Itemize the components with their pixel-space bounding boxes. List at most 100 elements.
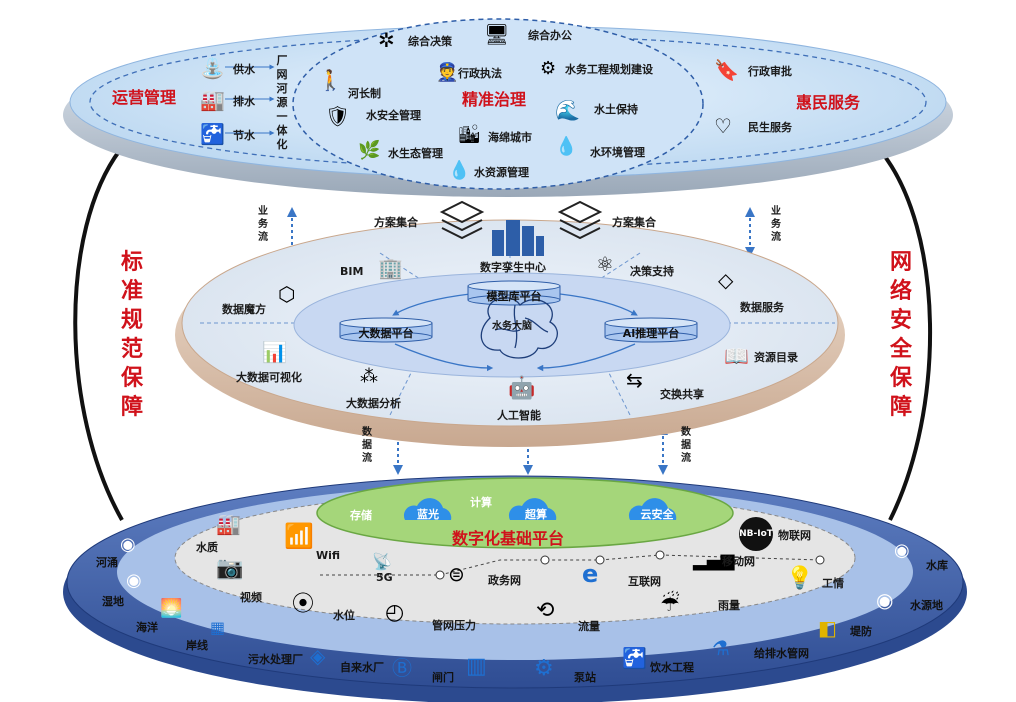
data-cube-icon: ⬡ [278,282,296,306]
internet-e-icon: e [582,560,599,588]
core-cloud-security: 云安全 [640,508,674,521]
ocean-icon: 🌅 [160,598,183,619]
drainage-icon: 🏭 [200,88,225,112]
core-bluray: 蓝光 [417,508,439,521]
mid-item-visual: 大数据可视化 [236,371,302,384]
catalog-icon: 📖 [724,344,749,368]
ecology-icon: 🌿 [358,140,381,161]
signal-bars-icon: ▂▄▆ [693,550,735,571]
gov-item: 综合办公 [528,29,572,42]
exchange-icon: ⇆ [626,368,643,392]
service-item: 民生服务 [748,121,792,134]
sense-rain: 雨量 [718,599,740,612]
model-platform: 模型库平台 [486,290,542,303]
soil-conservation-icon: 🌊 [555,98,580,122]
pressure-gauge-icon: ◴ [385,600,405,625]
service-item: 行政审批 [748,65,792,78]
sense-condition: 工情 [822,577,844,590]
mid-item-exchange: 交换共享 [660,388,704,401]
outer-reservoir: 水库 [926,559,948,572]
core-storage: 存储 [350,509,372,522]
river-chief-icon: 🚶 [318,68,343,92]
planning-icon: ⚙ [540,58,557,79]
gate-icon: ▥ [466,654,487,679]
sense-video: 视频 [240,591,262,604]
brain-icon [480,297,558,359]
gov-net-icon: ⊜ [448,562,465,586]
ops-vertical-label: 厂网河源一体化 [276,54,288,151]
outer-wetland: 湿地 [102,595,124,608]
outer-gate: 闸门 [432,671,454,684]
mid-item-decision: 决策支持 [630,265,674,278]
big-data-platform: 大数据平台 [358,327,414,340]
ai-head-icon: 🤖 [508,376,536,401]
enforcement-icon: 👮 [436,62,459,83]
water-source-icon: ◉ [876,588,894,612]
pipe-network-icon: ⚗ [712,636,730,660]
pump-icon: ⚙ [534,656,554,681]
outer-ocean: 海洋 [136,621,158,634]
sense-quality: 水质 [196,541,218,554]
nb-iot-badge: NB-IoT [739,517,773,551]
river-icon: ◉ [120,534,136,555]
decision-support-icon: ⚛ [596,252,614,276]
shoreline-icon: ▦ [210,618,226,637]
ai-platform: AI推理平台 [622,327,680,340]
data-flow-left: 数据流 [362,427,372,464]
governance-title: 精准治理 [462,90,527,109]
working-condition-icon: 💡 [786,566,814,591]
data-flow-right: 数据流 [681,427,691,464]
gov-item: 海绵城市 [488,131,532,144]
mid-item-dataservice: 数据服务 [740,301,784,314]
rain-gauge-icon: ☔ [660,592,680,617]
net-mobile: 移动网 [722,555,755,568]
outer-pipe-network: 给排水管网 [754,647,809,660]
water-supply-icon: ⛲ [200,56,225,80]
mid-item-cube: 数据魔方 [222,303,266,316]
left-bracket [73,148,124,521]
flow-meter-icon: ⟲ [536,598,555,623]
visualization-icon: 📊 [262,340,287,364]
ops-item: 节水 [233,129,255,142]
outer-waterworks: 自来水厂 [340,661,384,674]
sense-level: 水位 [333,609,355,622]
business-flow-left: 业务流 [258,206,268,243]
water-level-icon: ⦿ [292,592,315,617]
service-title: 惠民服务 [796,93,861,112]
gov-item: 水务工程规划建设 [565,63,653,76]
net-5g: 5G [376,571,393,584]
environment-icon: 💧 [555,136,578,157]
sense-pressure: 管网压力 [432,619,476,632]
mid-item-analysis: 大数据分析 [346,397,401,410]
approval-stamp-icon: 🔖 [714,58,739,82]
reservoir-icon: ◉ [894,540,910,561]
drinking-pin-icon: 🚰 [622,646,647,670]
ops-title: 运营管理 [112,88,177,107]
5g-icon: 📡 [372,552,392,571]
outer-drinking: 饮水工程 [650,661,694,674]
net-iot: 物联网 [778,529,811,542]
gov-item: 综合决策 [408,35,452,48]
outer-pump: 泵站 [574,671,596,684]
right-bracket [878,148,933,521]
outer-river: 河涌 [96,556,118,569]
data-service-icon: ◇ [718,268,734,292]
sponge-city-icon: 🏙 [458,124,481,145]
gov-item: 水安全管理 [366,109,421,122]
mid-item-bim: BIM [340,265,364,278]
water-brain-label: 水务大脑 [492,321,532,332]
gov-item: 行政执法 [458,67,502,80]
outer-levee: 堤防 [850,625,872,638]
left-guarantee-label: 标准规范保障 [120,250,143,420]
layers-icon [439,200,603,240]
mid-item-catalog: 资源目录 [754,351,798,364]
outer-shoreline: 岸线 [186,639,208,652]
gov-item: 水土保持 [594,103,638,116]
core-supercompute: 超算 [525,508,547,521]
camera-icon: 📷 [216,556,244,581]
scheme-left-label: 方案集合 [374,216,418,229]
gov-item: 河长制 [348,87,381,100]
wifi-icon: 📶 [284,522,314,550]
faucet-icon: 🚰 [200,122,225,146]
